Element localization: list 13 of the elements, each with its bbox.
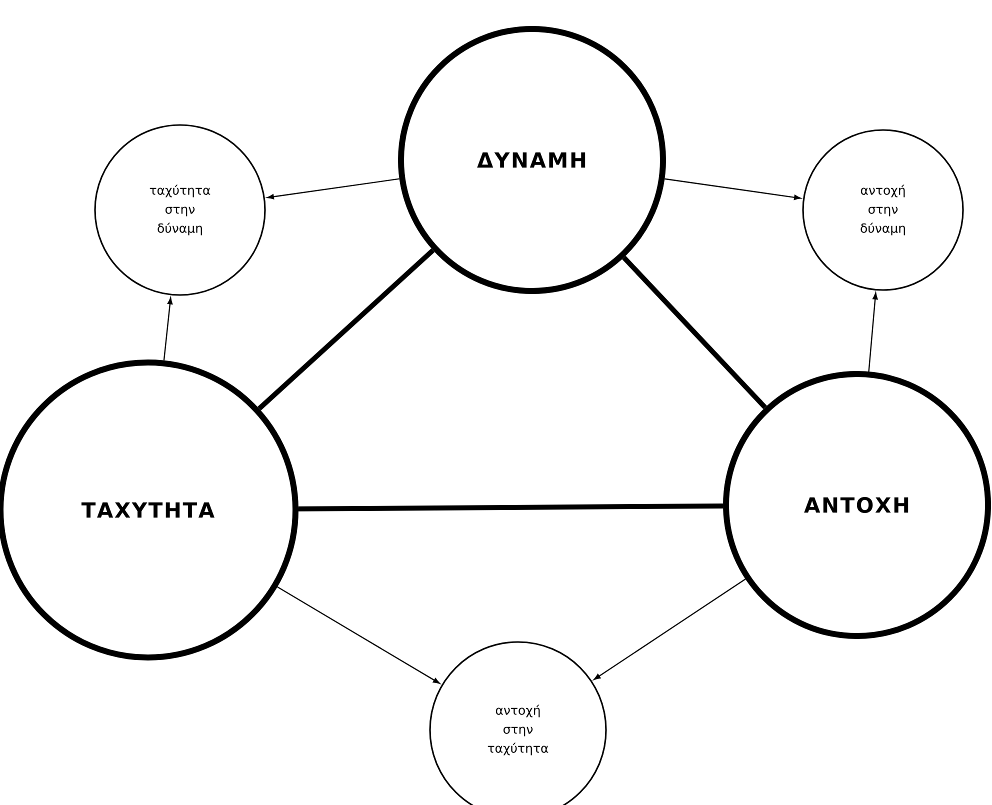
connector-line xyxy=(258,248,435,410)
circle-node: ΑΝΤΟΧΗ xyxy=(723,371,992,639)
arrow xyxy=(163,297,173,360)
arrow xyxy=(868,292,878,372)
circle-node: ταχύτητα στην δύναμη xyxy=(94,124,266,296)
arrow xyxy=(267,178,400,200)
connector-line xyxy=(298,503,724,512)
circle-node: ΔΥΝΑΜΗ xyxy=(398,26,666,294)
arrow xyxy=(277,586,440,684)
connector-line xyxy=(622,256,767,410)
arrow xyxy=(594,578,746,680)
circle-node: αντοχή στην δύναμη xyxy=(802,129,964,291)
arrow xyxy=(664,178,801,200)
